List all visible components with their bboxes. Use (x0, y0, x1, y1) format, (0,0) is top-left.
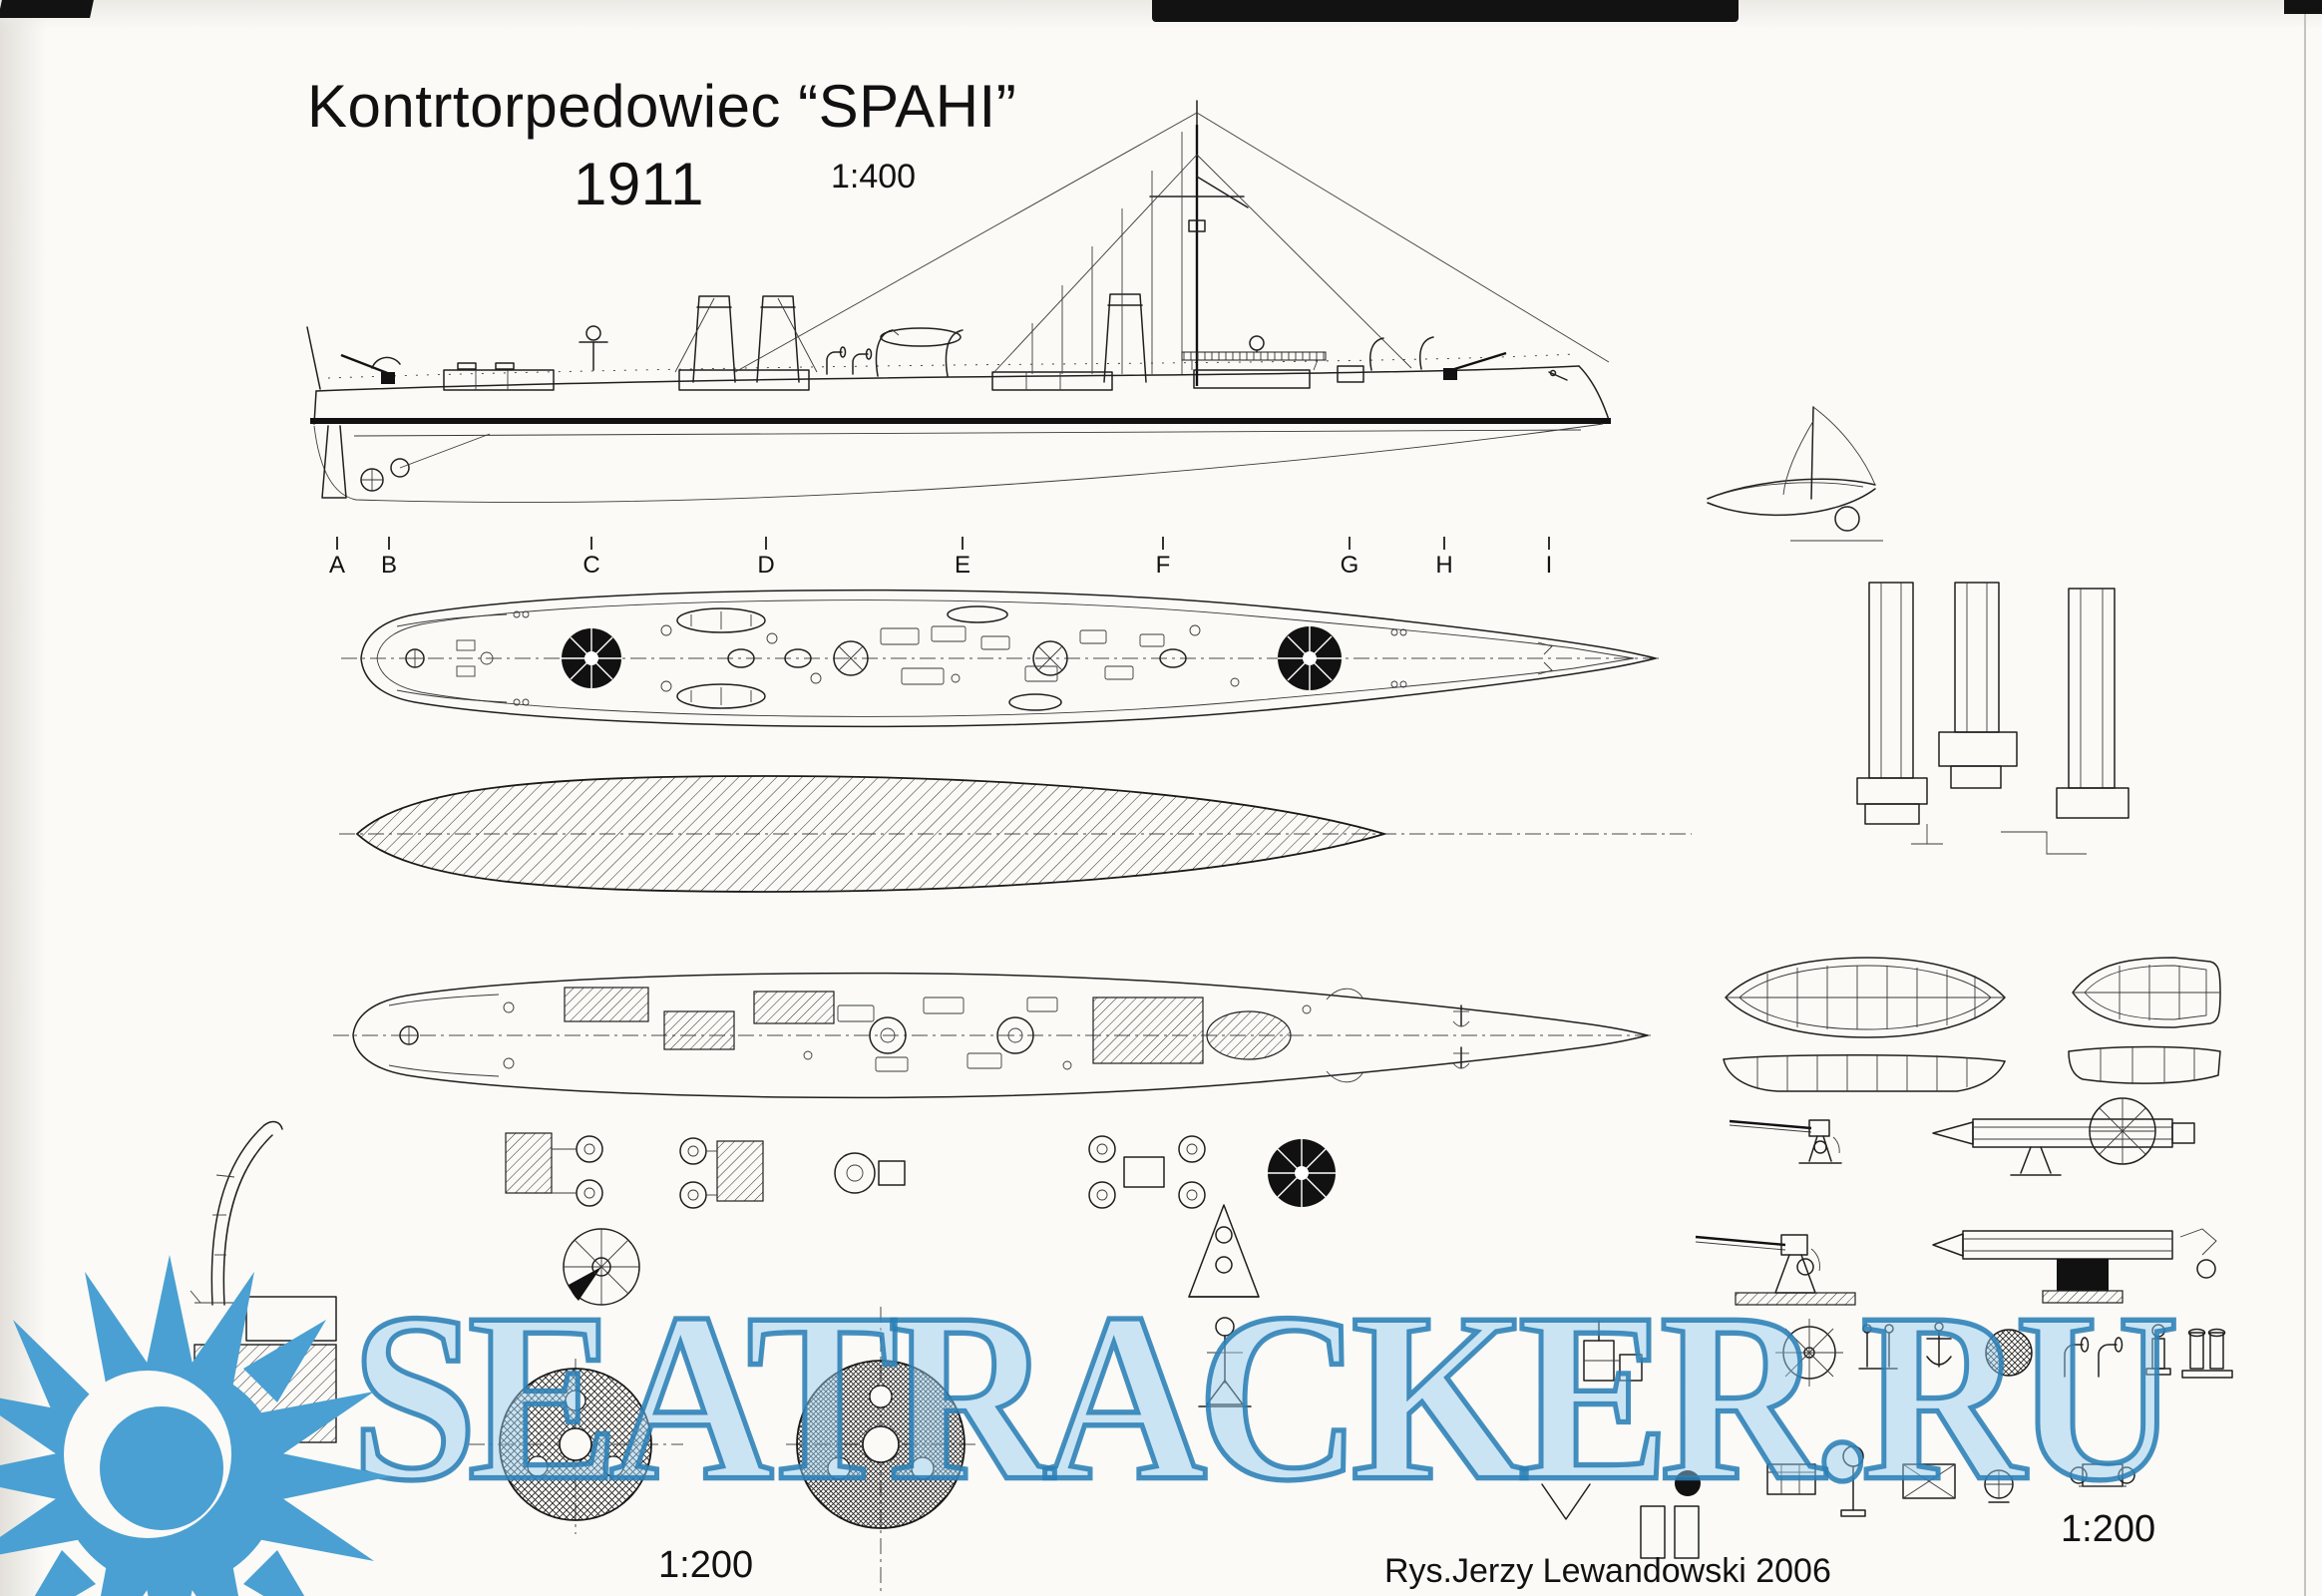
hatch-cover-detail (1902, 1463, 1956, 1499)
capstan-plan (405, 648, 425, 668)
station-tick (1443, 537, 1445, 550)
boat-davit-detail (190, 1120, 283, 1306)
gun-detail-small (1729, 1119, 1842, 1164)
upper-deck-plan-drawing (341, 589, 1662, 728)
propeller-detail-1 (469, 1359, 683, 1534)
side-elevation-drawing (306, 100, 1611, 503)
corner-hatched-detail (194, 1296, 337, 1503)
station-marker: C (577, 537, 606, 580)
station-letter: A (328, 552, 345, 579)
station-marker: I (1534, 537, 1564, 580)
station-tick (962, 537, 964, 550)
ships-boat-plan (676, 605, 1062, 711)
boat-plan-detail-small (2072, 957, 2221, 1028)
station-letter: G (1340, 552, 1359, 579)
pump-assembly-detail (1583, 1320, 1643, 1382)
station-marker: G (1335, 537, 1364, 580)
propeller-detail-2 (786, 1307, 975, 1591)
capstan-detail (1984, 1469, 2014, 1503)
station-marker: H (1429, 537, 1459, 580)
locker-detail (1640, 1505, 1700, 1559)
scan-artifact-top-center (1152, 0, 1739, 22)
station-marker: F (1148, 537, 1178, 580)
mount-top-view (679, 1137, 764, 1209)
skylight-detail (1766, 1463, 1816, 1495)
scan-edge-line-right (2304, 0, 2306, 1596)
station-tick (1349, 537, 1351, 550)
station-tick (590, 537, 592, 550)
bollard-pair-detail (2181, 1328, 2233, 1379)
winch-detail (2070, 1463, 2135, 1487)
funnel-detail (1938, 582, 2018, 789)
stand-fitting-detail (1198, 1317, 1252, 1407)
binnacle-detail (2145, 1324, 2171, 1376)
anchor-detail (1926, 1322, 1952, 1368)
stanchion-pair-detail (1858, 1324, 1898, 1370)
boat-side-detail-small (2068, 1045, 2221, 1084)
mount-top-view (834, 1152, 906, 1194)
gun-platform-top-view (1268, 1139, 1336, 1207)
station-letter: I (1545, 552, 1553, 579)
funnel-detail (2056, 588, 2129, 819)
torpedo-tube-detail-1 (1932, 1097, 2195, 1176)
waterline-halfbreadth-plan (339, 775, 1692, 893)
mount-top-view (1088, 1135, 1206, 1209)
station-marker: A (322, 537, 352, 580)
station-letter: C (582, 552, 600, 579)
station-letter: D (757, 552, 775, 579)
scan-artifact-top-left (0, 0, 94, 18)
funnel-detail (1856, 582, 1928, 825)
gun-platform-aft (1278, 626, 1342, 690)
station-tick (388, 537, 390, 550)
bracket-fitting-detail (1188, 1204, 1260, 1298)
station-marker: D (751, 537, 781, 580)
station-tick (765, 537, 767, 550)
cowl-vent-pair-detail (2064, 1337, 2124, 1378)
drawing-title: Kontrtorpedowiec “SPAHI” (307, 73, 1017, 140)
scan-edge-shade-left (0, 0, 46, 1596)
station-letter: H (1435, 552, 1453, 579)
boat-chock-detail (1541, 1483, 1591, 1520)
engine-telegraph-detail (1840, 1445, 1866, 1517)
boat-sketch-detail (1707, 406, 1883, 542)
steering-wheel-detail (1775, 1319, 1843, 1387)
station-tick (1162, 537, 1164, 550)
deadlight-dot-detail (1675, 1470, 1701, 1496)
mast-top-platform-detail (563, 1228, 640, 1306)
anchor-plan (1452, 1004, 1470, 1027)
station-marker: B (374, 537, 404, 580)
grating-disc-detail (1985, 1329, 2033, 1377)
torpedo-mount (833, 640, 869, 676)
deck-fittings-cluster (1541, 1319, 2233, 1559)
anchor-plan (1452, 1046, 1470, 1069)
fittings-top-view-row (505, 1132, 1336, 1209)
plans-scale-label: 1:200 (658, 1544, 754, 1586)
credit-line: Rys.Jerzy Lewandowski 2006 (1384, 1552, 1831, 1590)
station-tick (1548, 537, 1550, 550)
station-letter: B (380, 552, 397, 579)
lower-deck-plan-drawing (333, 972, 1656, 1099)
boat-side-detail-large (1723, 1053, 2006, 1092)
gun-platform-forward (562, 628, 621, 688)
gun-detail-large (1695, 1234, 1856, 1306)
drawing-year: 1911 (574, 151, 705, 217)
boat-plan-detail-large (1725, 957, 2006, 1038)
profile-scale-label: 1:400 (831, 158, 917, 196)
station-tick (336, 537, 338, 550)
mount-top-view (505, 1132, 603, 1207)
scan-artifact-top-right (2284, 0, 2322, 14)
torpedo-tube-detail-2 (1932, 1228, 2217, 1304)
funnel-details-drawing (1856, 582, 2129, 855)
station-marker: E (948, 537, 977, 580)
details-scale-label: 1:200 (2061, 1508, 2156, 1550)
station-letter: F (1155, 552, 1171, 579)
station-letter: E (954, 552, 970, 579)
